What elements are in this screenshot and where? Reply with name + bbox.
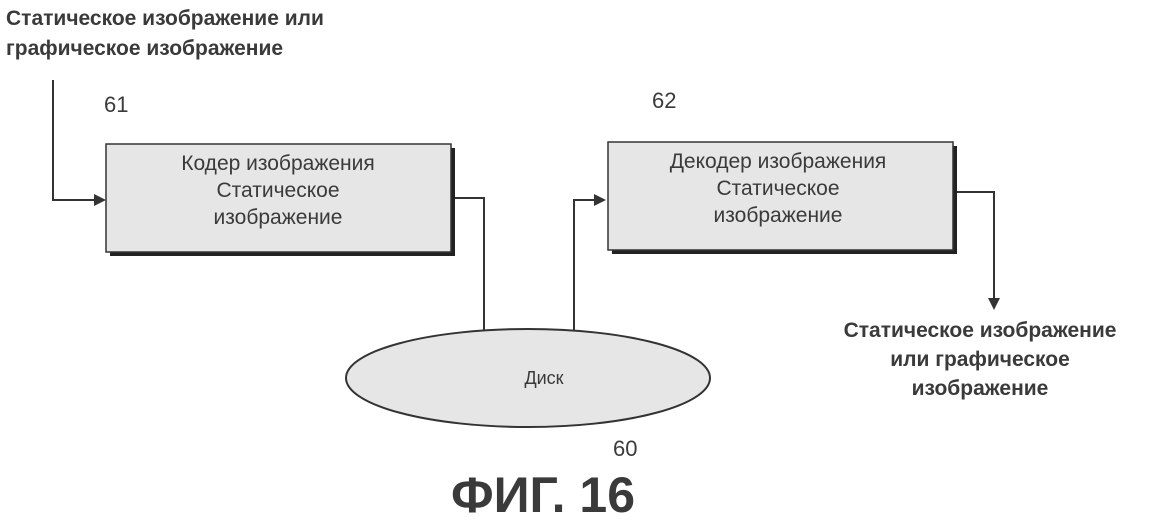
decoder-ref-number: 62	[652, 88, 676, 113]
output-label-line1: Статическое изображение	[844, 319, 1117, 342]
disk-ref-number: 60	[613, 436, 637, 461]
encoder-ref-number: 61	[104, 92, 128, 117]
encoder-line2: Статическое	[216, 179, 339, 202]
decoder-line2: Статическое	[716, 177, 839, 200]
input-arrow	[52, 80, 106, 206]
decoder-line1: Декодер изображения	[670, 150, 887, 173]
encoder-line1: Кодер изображения	[181, 152, 375, 175]
input-label-line1: Статическое изображение или	[6, 7, 324, 30]
disk-ellipse	[345, 328, 711, 428]
encoder-to-disk-line	[455, 197, 485, 330]
encoder-line3: изображение	[214, 206, 343, 229]
disk-label: Диск	[524, 368, 563, 388]
decoder-line3: изображение	[714, 204, 843, 227]
disk-to-decoder-arrow	[573, 194, 606, 330]
encoder-box	[105, 143, 452, 253]
decoder-box	[607, 141, 954, 251]
output-arrow	[957, 191, 1000, 310]
figure-caption: ФИГ. 16	[451, 467, 635, 520]
output-label-line3: изображение	[912, 377, 1049, 400]
input-label-line2: графическое изображение	[6, 37, 283, 60]
output-label-line2: или графическое	[890, 348, 1070, 371]
